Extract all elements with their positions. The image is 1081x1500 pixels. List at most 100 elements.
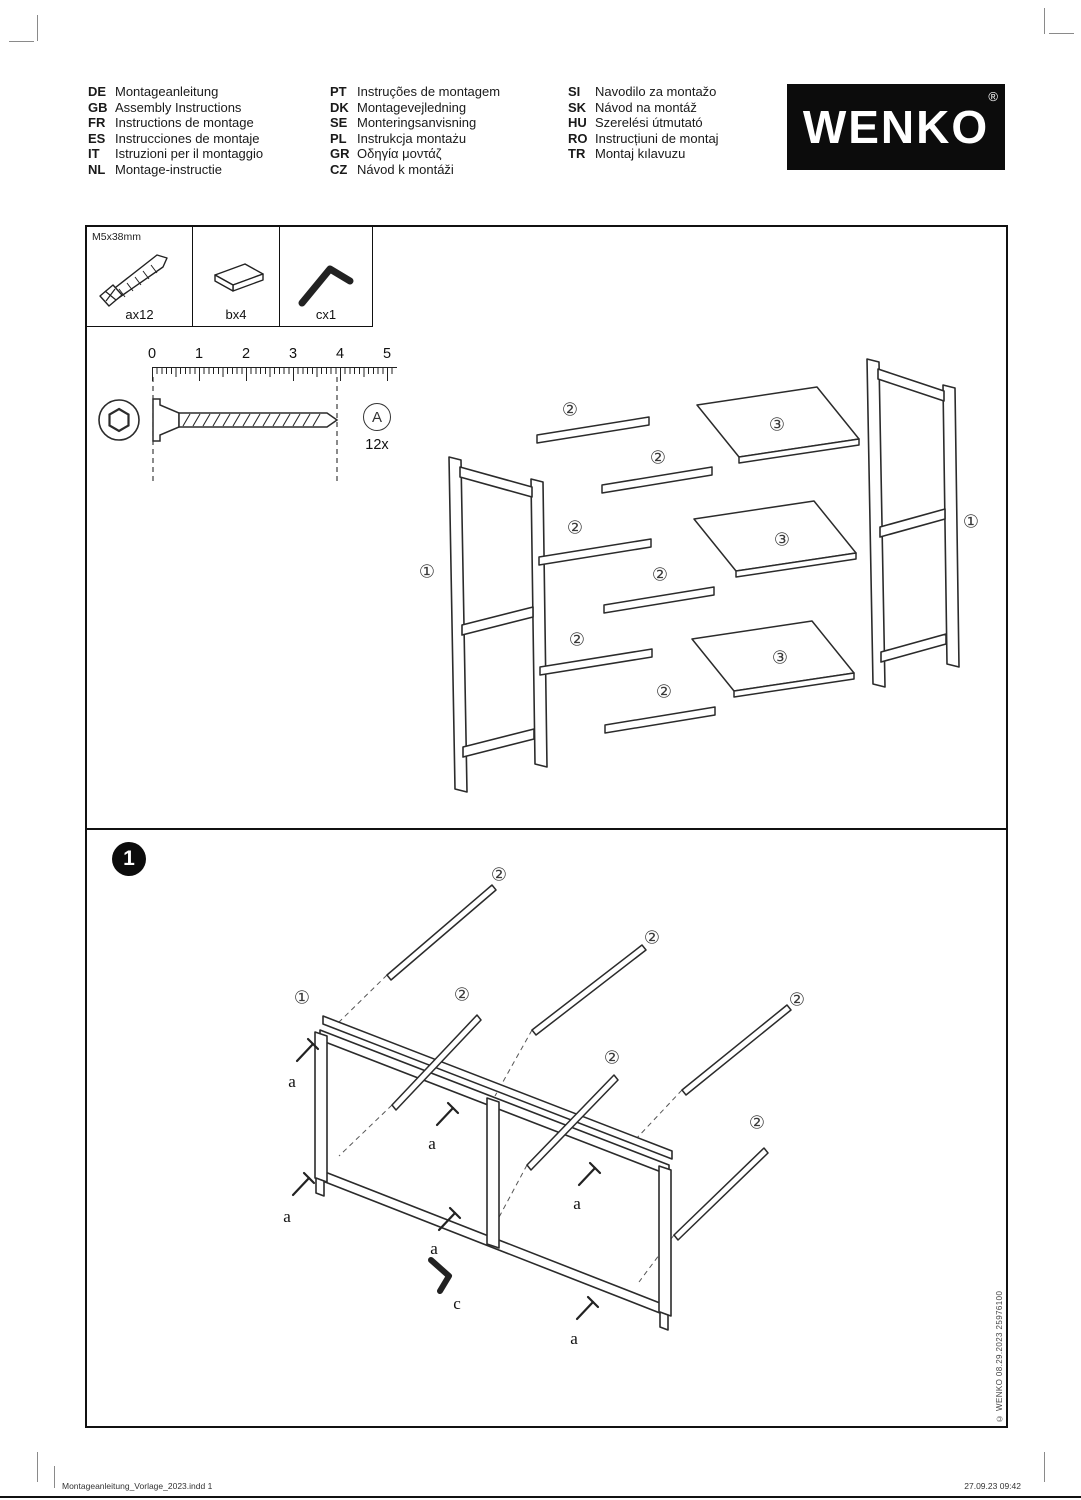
callout-rail: ② — [453, 984, 471, 1005]
footer-timestamp: 27.09.23 09:42 — [964, 1481, 1021, 1491]
language-row: PT Instruções de montagem — [330, 84, 500, 100]
language-label: Szerelési útmutató — [595, 115, 703, 130]
callout-key-c: c — [453, 1294, 461, 1313]
loose-rails — [386, 884, 792, 1241]
exploded-view-drawing — [98, 358, 960, 793]
language-code: HU — [568, 115, 587, 130]
language-code: FR — [88, 115, 106, 130]
ruler-tick-label: 4 — [335, 346, 345, 362]
language-code: TR — [568, 146, 586, 161]
allen-key-icon — [428, 1257, 452, 1294]
callout-rail: ② — [603, 1047, 621, 1068]
language-code: RO — [568, 130, 588, 146]
language-row: SK Návod na montáž — [568, 100, 719, 116]
language-row: HU Szerelési útmutató — [568, 115, 719, 131]
cap-icon — [214, 263, 264, 292]
callout-screw-a: a — [573, 1194, 581, 1213]
hex-socket-icon — [98, 399, 140, 441]
language-label: Assembly Instructions — [115, 99, 242, 115]
language-label: Montagevejledning — [357, 99, 467, 115]
crop-mark-bottom-left-v — [37, 1452, 38, 1482]
screw-type-badge: A — [363, 403, 391, 431]
language-code: GR — [330, 146, 350, 161]
ruler-tick-label: 3 — [288, 346, 298, 362]
language-label: Návod na montáž — [595, 99, 697, 115]
language-code: PL — [330, 130, 347, 146]
language-row: TR Montaj kılavuzu — [568, 146, 719, 162]
crop-mark-top-right-v — [1044, 8, 1045, 34]
language-label: Monteringsanvisning — [357, 115, 477, 130]
crop-mark-top-right-h — [1049, 33, 1074, 34]
callout-screw-a: a — [428, 1134, 436, 1153]
language-label: Istruzioni per il montaggio — [115, 146, 264, 161]
callout-shelf: ③ — [768, 414, 786, 435]
language-code: DE — [88, 84, 107, 99]
screw-count-label: 12x — [365, 437, 389, 453]
part-cell-cap: bx4 — [193, 227, 280, 327]
language-code: SI — [568, 84, 581, 99]
callout-frame: ① — [962, 511, 980, 532]
language-column-1: DE Montageanleitung GB Assembly Instructio… — [88, 84, 263, 177]
language-label: Montage-instructie — [115, 161, 222, 177]
language-code: SE — [330, 115, 348, 130]
callout-rail: ② — [655, 681, 673, 702]
part-cell-screw: M5x38mm ax12 — [87, 227, 193, 327]
side-frame-left — [448, 456, 548, 793]
callout-screw-a: a — [430, 1239, 438, 1258]
registered-trademark-icon: ® — [988, 89, 998, 104]
language-code: GB — [88, 99, 108, 115]
language-label: Montaj kılavuzu — [595, 146, 686, 161]
callout-frame: ① — [418, 561, 436, 582]
language-row: GB Assembly Instructions — [88, 100, 263, 116]
language-code: CZ — [330, 161, 348, 177]
screw-qty-label: ax12 — [125, 307, 154, 322]
language-label: Montageanleitung — [115, 84, 219, 99]
alignment-guides — [334, 974, 683, 1283]
wenko-logo: WENKO ® — [787, 84, 1005, 170]
language-code: NL — [88, 161, 106, 177]
language-label: Instruções de montagem — [357, 84, 501, 99]
cross-rails — [536, 416, 716, 734]
language-code: ES — [88, 130, 106, 146]
language-row: PL Instrukcja montażu — [330, 131, 500, 147]
footer-rule — [0, 1496, 1081, 1498]
language-label: Instrukcja montażu — [357, 130, 467, 146]
callout-rail: ② — [788, 989, 806, 1010]
callout-rail: ② — [748, 1112, 766, 1133]
language-row: FR Instructions de montage — [88, 115, 263, 131]
screw-icon — [99, 254, 168, 307]
language-code: PT — [330, 84, 347, 99]
language-label: Navodilo za montažo — [595, 84, 717, 99]
language-row: SI Navodilo za montažo — [568, 84, 719, 100]
ruler-tick-label: 5 — [382, 346, 392, 362]
step-number: 1 — [123, 847, 135, 870]
language-row: NL Montage-instructie — [88, 162, 263, 178]
step-number-badge: 1 — [112, 842, 146, 876]
crop-mark-bottom-right-v — [1044, 1452, 1045, 1482]
screw-pin-icons — [291, 1037, 602, 1321]
language-code: SK — [568, 99, 587, 115]
callout-shelf: ③ — [773, 529, 791, 550]
language-row: ES Instrucciones de montaje — [88, 131, 263, 147]
callout-rail: ② — [643, 927, 661, 948]
language-code: IT — [88, 146, 100, 161]
language-label: Instrucciones de montaje — [115, 130, 260, 146]
assembled-frame — [314, 1015, 673, 1331]
callout-rail: ② — [651, 564, 669, 585]
callout-rail: ② — [561, 399, 579, 420]
callout-screw-a: a — [288, 1072, 296, 1091]
allen-key-icon — [298, 265, 354, 307]
step1-panel: 1 — [87, 830, 1006, 1424]
language-row: DE Montageanleitung — [88, 84, 263, 100]
crop-mark-top-left-h — [9, 41, 34, 42]
overview-panel: M5x38mm ax12 — [87, 227, 1006, 830]
ruler-tick-label: 0 — [147, 346, 157, 362]
language-label: Instructions de montage — [115, 115, 254, 130]
ruler-tick-label: 2 — [241, 346, 251, 362]
callout-frame: ① — [293, 987, 311, 1008]
